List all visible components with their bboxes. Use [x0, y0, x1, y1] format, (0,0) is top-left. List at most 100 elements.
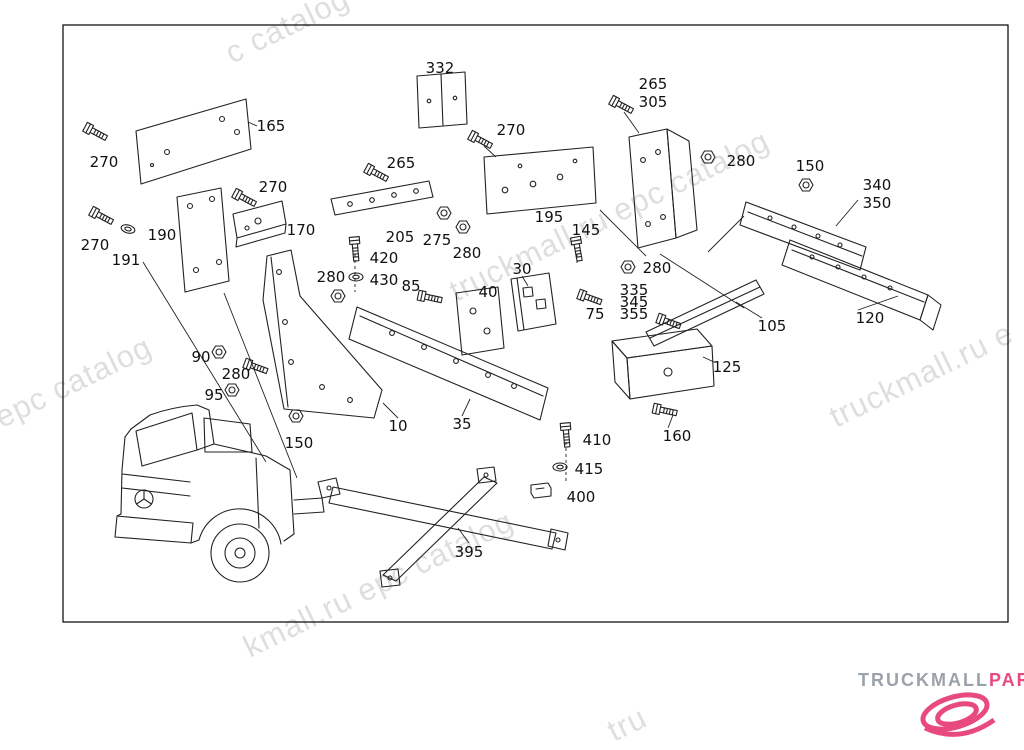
part-label-10: 10: [388, 417, 407, 435]
part-bracket-30: [510, 272, 557, 332]
part-label-265: 265: [387, 154, 416, 172]
nut-icon: [288, 409, 304, 423]
part-clip-400: [530, 482, 552, 499]
washer-icon: [552, 462, 568, 472]
part-box-125: [611, 328, 715, 400]
part-label-280: 280: [222, 365, 251, 383]
nut-icon: [224, 383, 240, 397]
part-label-340: 340: [863, 176, 892, 194]
nut-icon: [798, 178, 814, 192]
part-label-165: 165: [257, 117, 286, 135]
logo-text: TRUCKMALLPARTS: [858, 670, 1024, 690]
part-bracket-305: [628, 128, 698, 249]
part-label-265: 265: [639, 75, 668, 93]
part-label-430: 430: [370, 271, 399, 289]
watermark-text: c catalog: [220, 0, 355, 70]
part-plate-332: [416, 71, 468, 129]
part-label-170: 170: [287, 221, 316, 239]
part-rail-340-350: [739, 201, 867, 271]
part-label-355: 355: [620, 305, 649, 323]
site-logo: TRUCKMALLPARTS: [858, 670, 1024, 737]
part-label-280: 280: [643, 259, 672, 277]
part-label-125: 125: [713, 358, 742, 376]
part-label-345: 345: [620, 293, 649, 311]
bolt-icon: [231, 187, 259, 210]
logo-suffix: PARTS: [989, 670, 1024, 690]
part-label-40: 40: [478, 283, 497, 301]
bolt-icon: [655, 312, 683, 332]
part-label-395: 395: [455, 543, 484, 561]
bolt-icon: [608, 94, 636, 117]
part-label-120: 120: [856, 309, 885, 327]
part-rail-35: [348, 306, 549, 421]
part-labels: 332 265 305 270 165 270 265 280 150 340 …: [81, 59, 892, 561]
nut-icon: [620, 260, 636, 274]
part-label-270: 270: [81, 236, 110, 254]
part-label-205: 205: [386, 228, 415, 246]
part-label-195: 195: [535, 208, 564, 226]
part-label-30: 30: [512, 260, 531, 278]
part-label-335: 335: [620, 281, 649, 299]
part-label-410: 410: [583, 431, 612, 449]
assembly-axes: [354, 254, 578, 484]
bolt-icon: [416, 289, 444, 306]
part-rail-120: [781, 239, 942, 331]
watermark-text: kmall.ru epc catalog: [238, 503, 519, 664]
part-label-332: 332: [426, 59, 455, 77]
part-label-400: 400: [567, 488, 596, 506]
part-label-75: 75: [585, 305, 604, 323]
part-label-305: 305: [639, 93, 668, 111]
part-label-415: 415: [575, 460, 604, 478]
bolt-icon: [467, 129, 495, 152]
leader-lines: [142, 111, 899, 544]
watermark-text: truckmall.ru e: [824, 315, 1019, 434]
part-bracket-170: [232, 200, 287, 248]
part-plate-190: [176, 187, 230, 293]
bolt-icon: [651, 402, 679, 419]
part-label-150: 150: [285, 434, 314, 452]
part-label-90: 90: [191, 348, 210, 366]
part-support-395: [317, 466, 569, 588]
washer-icon: [119, 222, 137, 236]
part-label-350: 350: [863, 194, 892, 212]
part-label-280: 280: [453, 244, 482, 262]
part-bar-205: [330, 180, 434, 216]
watermark-text: tru: [602, 700, 653, 749]
bolt-icon: [348, 236, 362, 262]
part-label-160: 160: [663, 427, 692, 445]
logo-swirl-icon: [920, 692, 996, 737]
part-label-190: 190: [148, 226, 177, 244]
part-strip-105: [645, 279, 765, 347]
part-label-191: 191: [112, 251, 141, 269]
nut-icon: [211, 345, 227, 359]
truck-cab-sketch: [114, 404, 325, 583]
part-label-270: 270: [259, 178, 288, 196]
nut-icon: [330, 289, 346, 303]
part-label-35: 35: [452, 415, 471, 433]
bolt-icon: [88, 205, 116, 228]
part-plate-40: [455, 286, 505, 356]
part-label-150: 150: [796, 157, 825, 175]
part-gusset-10: [262, 249, 383, 419]
part-label-280: 280: [727, 152, 756, 170]
part-plate-195: [483, 146, 597, 215]
washer-icon: [348, 272, 364, 282]
part-label-270: 270: [497, 121, 526, 139]
part-label-85: 85: [401, 277, 420, 295]
part-label-270: 270: [90, 153, 119, 171]
logo-name: TRUCKMALL: [858, 670, 989, 690]
part-label-145: 145: [572, 221, 601, 239]
nut-icon: [436, 206, 452, 220]
part-label-280: 280: [317, 268, 346, 286]
part-label-95: 95: [204, 386, 223, 404]
nut-icon: [455, 220, 471, 234]
bolt-icon: [82, 121, 110, 144]
watermark-text: l epc catalog: [0, 329, 157, 442]
part-plate-165: [135, 98, 252, 185]
part-label-420: 420: [370, 249, 399, 267]
watermark-text: truckmall.ru epc catalog: [444, 123, 775, 308]
part-label-105: 105: [758, 317, 787, 335]
